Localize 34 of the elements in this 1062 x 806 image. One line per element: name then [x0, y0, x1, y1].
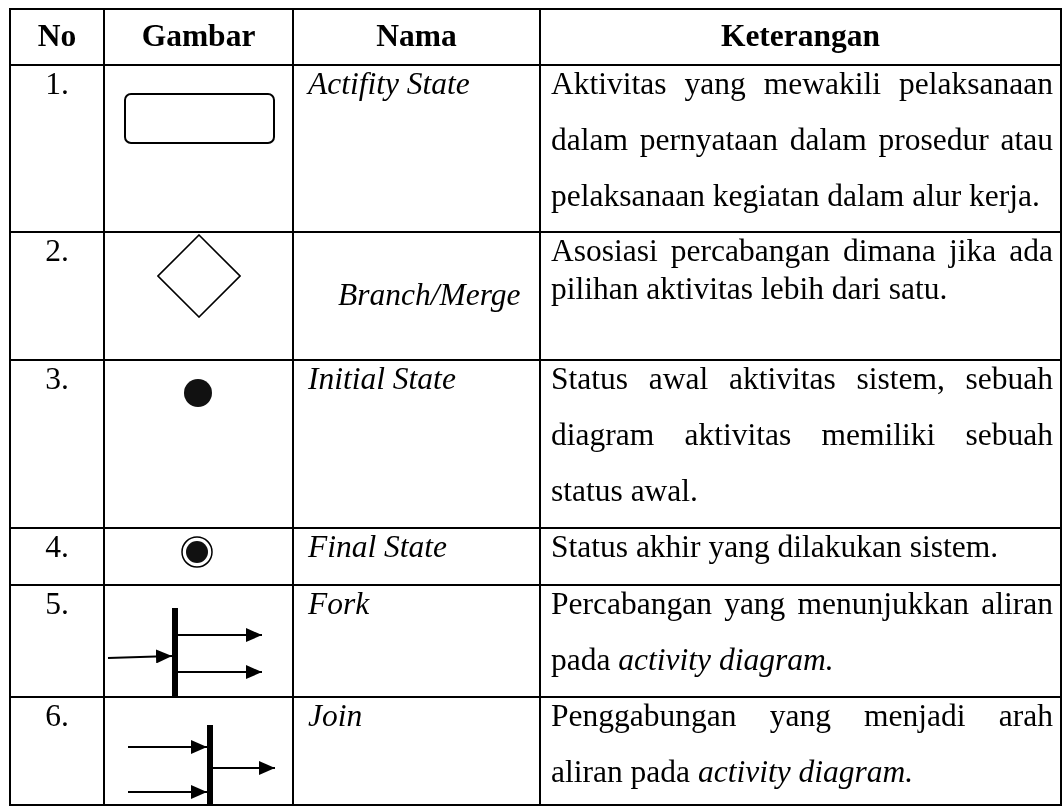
- arrow: [128, 785, 207, 799]
- final-state-symbol: [181, 536, 213, 568]
- description-text: Penggabungan yang menjadi arah aliran pada activity diagram.: [551, 697, 1053, 791]
- column-header: Nama: [375, 17, 458, 55]
- arrow: [178, 665, 262, 679]
- row-number: 4.: [44, 528, 70, 566]
- column-header: Gambar: [140, 17, 257, 55]
- synchronization-bar: [207, 725, 213, 805]
- activity-state-box: [124, 93, 275, 144]
- description-text: Aktivitas yang mewakili pelaksanaan dalam pernyataan dalam prosedur atau pelaksanaan kegiatan dalam alur kerja.: [551, 65, 1053, 215]
- description-text: Percabangan yang menunjukkan aliran pada activity diagram.: [551, 585, 1053, 679]
- arrow: [128, 740, 207, 754]
- synchronization-bar: [172, 608, 178, 697]
- row-number: 1.: [44, 65, 70, 103]
- symbol-name: Actifity State: [308, 65, 471, 103]
- column-header: No: [36, 17, 78, 55]
- description-text: Status awal aktivitas sistem, sebuah diagram aktivitas memiliki sebuah status awal.: [551, 360, 1053, 510]
- symbol-name: Final State: [308, 528, 449, 566]
- description-text: Asosiasi percabangan dimana jika ada pilihan aktivitas lebih dari satu.: [551, 232, 1053, 308]
- description-text: Status akhir yang dilakukan sistem.: [551, 528, 1000, 566]
- symbol-name: Branch/Merge: [338, 276, 522, 314]
- initial-state-dot: [184, 379, 212, 407]
- column-header: Keterangan: [719, 17, 882, 55]
- symbol-name: Fork: [308, 585, 371, 623]
- row-number: 6.: [44, 697, 70, 735]
- decision-diamond: [157, 234, 241, 318]
- row-number: 3.: [44, 360, 70, 398]
- symbol-name: Join: [308, 697, 364, 735]
- symbol-name: Initial State: [308, 360, 457, 398]
- arrow: [178, 628, 262, 642]
- row-number: 2.: [44, 232, 70, 270]
- arrow: [107, 649, 173, 664]
- arrow: [213, 761, 275, 775]
- row-number: 5.: [44, 585, 70, 623]
